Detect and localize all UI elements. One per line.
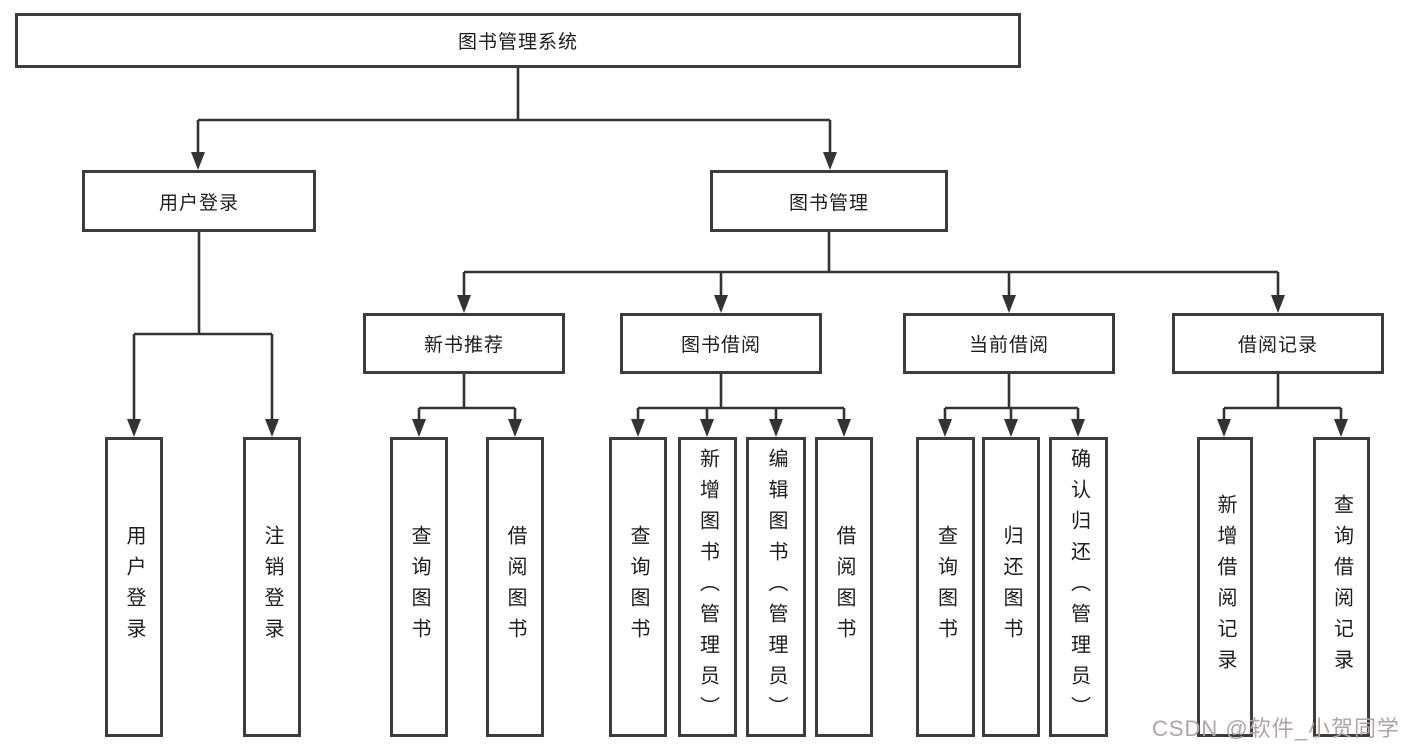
leaf-label: 新增图书（管理员） <box>696 447 719 727</box>
leaf-add-borrow-record: 新增借阅记录 <box>1197 437 1253 737</box>
leaf-label: 查询图书 <box>408 525 430 649</box>
leaf-edit-books-admin: 编辑图书（管理员） <box>746 437 806 737</box>
leaf-borrow-books: 借阅图书 <box>815 437 873 737</box>
node-book-borrowing: 图书借阅 <box>620 313 822 374</box>
node-library-management-system: 图书管理系统 <box>15 13 1021 68</box>
leaf-borrow-books-recommend: 借阅图书 <box>486 437 544 737</box>
node-label: 图书管理 <box>788 192 869 214</box>
leaf-query-books-recommend: 查询图书 <box>390 437 448 737</box>
node-label: 图书借阅 <box>680 335 761 356</box>
node-current-borrowing: 当前借阅 <box>903 313 1115 374</box>
leaf-label: 归还图书 <box>1000 525 1022 649</box>
leaf-query-books-borrow: 查询图书 <box>609 437 667 737</box>
leaf-confirm-return-admin: 确认归还（管理员） <box>1049 437 1108 737</box>
node-label: 借阅记录 <box>1237 335 1318 356</box>
node-book-management: 图书管理 <box>710 170 948 232</box>
leaf-add-books-admin: 新增图书（管理员） <box>678 437 737 737</box>
node-label: 当前借阅 <box>968 335 1049 356</box>
leaf-query-books-current: 查询图书 <box>916 437 975 737</box>
node-label: 新书推荐 <box>423 335 504 356</box>
leaf-user-login: 用户登录 <box>105 437 163 737</box>
leaf-label: 确认归还（管理员） <box>1067 447 1090 727</box>
leaf-return-books: 归还图书 <box>982 437 1040 737</box>
leaf-label: 查询图书 <box>627 525 649 649</box>
leaf-label: 用户登录 <box>123 525 145 649</box>
node-borrowing-records: 借阅记录 <box>1172 313 1384 374</box>
leaf-label: 编辑图书（管理员） <box>765 447 787 727</box>
node-label: 用户登录 <box>158 192 239 214</box>
leaf-label: 查询图书 <box>934 525 957 649</box>
node-user-login: 用户登录 <box>82 170 316 232</box>
node-label: 图书管理系统 <box>457 32 578 53</box>
csdn-watermark: CSDN @软件_小贺同学 <box>1151 716 1400 741</box>
leaf-label: 借阅图书 <box>833 525 855 649</box>
leaf-label: 查询借阅记录 <box>1330 494 1353 680</box>
leaf-label: 注销登录 <box>261 525 283 649</box>
leaf-label: 借阅图书 <box>504 525 526 649</box>
leaf-label: 新增借阅记录 <box>1214 494 1236 680</box>
leaf-logout: 注销登录 <box>243 437 301 737</box>
leaf-query-borrow-record: 查询借阅记录 <box>1313 437 1370 737</box>
node-new-book-recommend: 新书推荐 <box>363 313 565 374</box>
